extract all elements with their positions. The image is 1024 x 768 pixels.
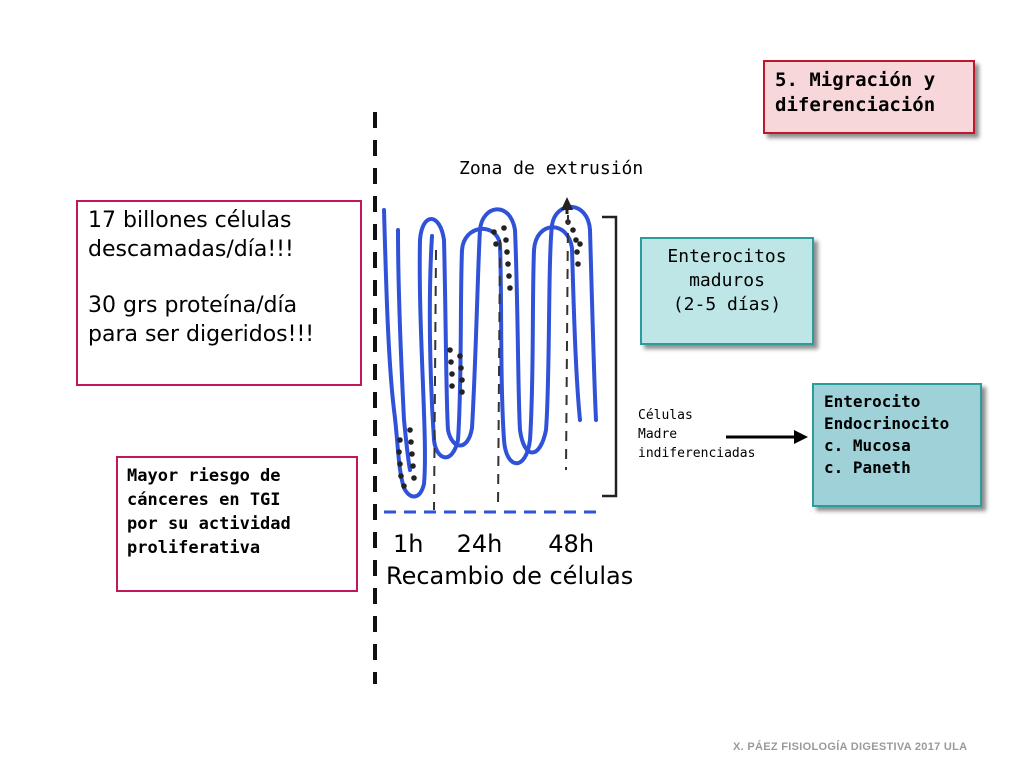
guide-1h xyxy=(433,249,437,511)
cell-dots xyxy=(396,219,583,489)
stem-cells-label: Células Madre indiferenciadas xyxy=(638,406,755,463)
time-label-1h: 1h xyxy=(393,530,424,558)
cell-type-3: c. Mucosa xyxy=(824,436,911,455)
risk-line-4: proliferativa xyxy=(127,538,261,558)
mature-enterocytes-box: Enterocitos maduros (2-5 días) xyxy=(640,237,814,345)
stem-line-2: Madre xyxy=(638,427,678,442)
cell-loss-line-1: 17 billones células xyxy=(88,208,292,233)
title-box: 5. Migración y diferenciación xyxy=(763,60,975,134)
time-labels: 1h 24h 48h xyxy=(393,530,594,558)
protein-line-1: 30 grs proteína/día xyxy=(88,293,298,318)
risk-line-1: Mayor riesgo de xyxy=(127,466,281,486)
stem-line-1: Células xyxy=(638,408,693,423)
mature-line-3: (2-5 días) xyxy=(672,294,782,315)
risk-line-3: por su actividad xyxy=(127,514,291,534)
title-text: 5. Migración y diferenciación xyxy=(775,69,936,116)
cell-loss-line-2: descamadas/día!!! xyxy=(88,237,294,262)
time-label-48h: 48h xyxy=(548,530,595,558)
stem-line-3: indiferenciadas xyxy=(638,446,756,461)
cell-type-1: Enterocito xyxy=(824,392,921,411)
guide-24h xyxy=(497,239,501,511)
cell-type-2: Endocrinocito xyxy=(824,414,950,433)
mature-bracket xyxy=(602,215,618,498)
protein-line-2: para ser digeridos!!! xyxy=(88,322,315,347)
time-label-24h: 24h xyxy=(456,530,503,558)
mature-line-1: Enterocitos xyxy=(667,246,787,267)
extrusion-zone-label: Zona de extrusión xyxy=(459,158,644,179)
cell-turnover-label: Recambio de células xyxy=(386,562,634,590)
guide-48h xyxy=(565,214,569,471)
footer-credit: X. PÁEZ FISIOLOGÍA DIGESTIVA 2017 ULA xyxy=(733,741,968,753)
cell-loss-box: 17 billones células descamadas/día!!! 30… xyxy=(76,200,362,386)
cancer-risk-box: Mayor riesgo de cánceres en TGI por su a… xyxy=(116,456,358,592)
extrusion-arrowhead xyxy=(561,197,573,210)
mature-line-2: maduros xyxy=(689,270,765,291)
risk-line-2: cánceres en TGI xyxy=(127,490,281,510)
cell-types-box: Enterocito Endocrinocito c. Mucosa c. Pa… xyxy=(812,383,982,507)
stem-arrowhead xyxy=(794,430,808,444)
villus-outer-line xyxy=(382,204,598,499)
cell-type-4: c. Paneth xyxy=(824,458,911,477)
